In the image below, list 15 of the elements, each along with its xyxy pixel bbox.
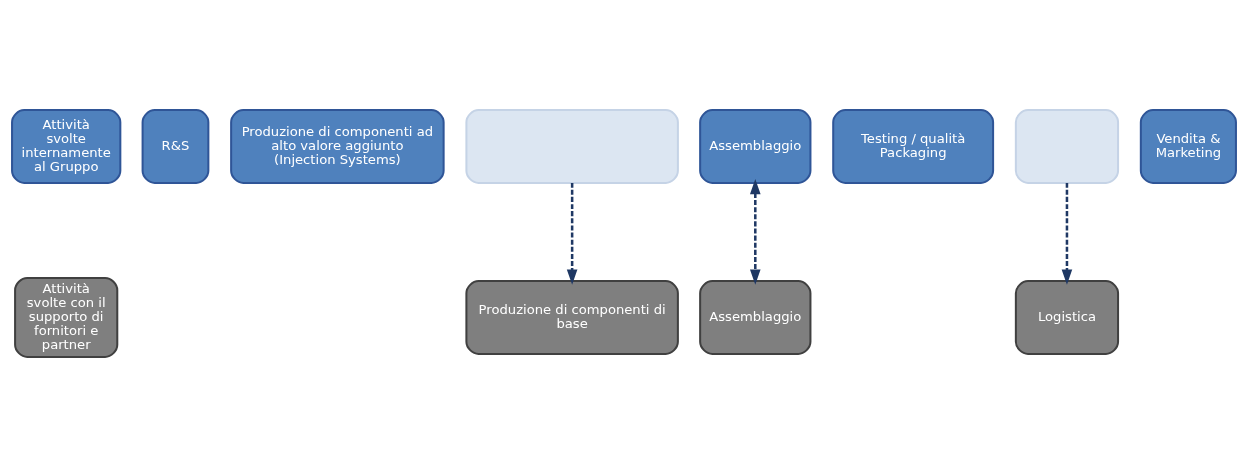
arrow	[749, 178, 761, 285]
node-box: Logistica	[1014, 279, 1120, 355]
arrow	[1061, 182, 1073, 285]
node-box: Produzione di componenti di base	[465, 279, 679, 355]
node-box: R&S	[141, 108, 210, 184]
node-box	[465, 108, 679, 184]
node-box	[1014, 108, 1120, 184]
node-box: Attività svolte internamente al Gruppo	[11, 108, 122, 184]
node-box: Vendita & Marketing	[1139, 108, 1237, 184]
node-box: Testing / qualità Packaging	[832, 108, 995, 184]
arrow	[566, 182, 578, 285]
node-box: Attività svolte con il supporto di fornitori e partner	[14, 276, 119, 358]
node-box: Assemblaggio	[699, 279, 812, 355]
node-box: Produzione di componenti ad alto valore aggiunto (Injection Systems)	[230, 108, 445, 184]
node-box: Assemblaggio	[699, 108, 812, 184]
